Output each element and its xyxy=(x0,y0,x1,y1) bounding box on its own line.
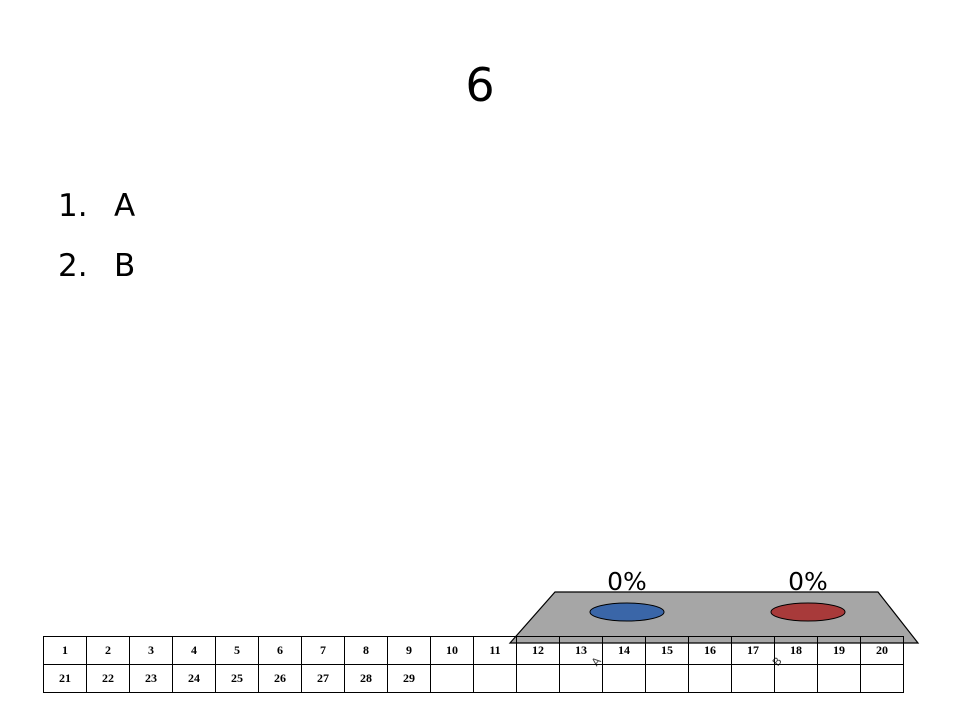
keypad-cell: 28 xyxy=(344,664,388,693)
slide-title: 6 xyxy=(465,58,495,112)
keypad-cell xyxy=(774,664,818,693)
keypad-cell: 7 xyxy=(301,636,345,665)
keypad-cell xyxy=(688,664,732,693)
keypad-cell: 20 xyxy=(860,636,904,665)
keypad-cell xyxy=(817,664,861,693)
answer-choice-number: 2. xyxy=(58,248,88,284)
keypad-cell: 16 xyxy=(688,636,732,665)
keypad-cell xyxy=(645,664,689,693)
keypad-cell xyxy=(602,664,646,693)
keypad-cell xyxy=(430,664,474,693)
keypad-cell xyxy=(473,664,517,693)
keypad-cell xyxy=(559,664,603,693)
keypad-cell: 27 xyxy=(301,664,345,693)
keypad-cell: 13 xyxy=(559,636,603,665)
answer-choice-label: A xyxy=(114,188,136,224)
keypad-cell: 9 xyxy=(387,636,431,665)
answer-choice-2: 2. B xyxy=(58,236,135,296)
keypad-cell: 22 xyxy=(86,664,130,693)
keypad-cell xyxy=(860,664,904,693)
keypad-cell: 2 xyxy=(86,636,130,665)
keypad-cell: 6 xyxy=(258,636,302,665)
bar-a xyxy=(589,602,665,622)
keypad-cell: 18 xyxy=(774,636,818,665)
answer-choice-label: B xyxy=(114,248,136,284)
keypad-cell xyxy=(731,664,775,693)
keypad-cell: 19 xyxy=(817,636,861,665)
keypad-cell: 29 xyxy=(387,664,431,693)
keypad-cell: 4 xyxy=(172,636,216,665)
keypad-cell: 11 xyxy=(473,636,517,665)
bar-value-label: 0% xyxy=(607,567,647,596)
keypad-cell: 23 xyxy=(129,664,173,693)
keypad-cell: 5 xyxy=(215,636,259,665)
keypad-cell: 10 xyxy=(430,636,474,665)
keypad-cell: 1 xyxy=(43,636,87,665)
keypad-cell: 24 xyxy=(172,664,216,693)
keypad-cell: 26 xyxy=(258,664,302,693)
bar-b xyxy=(770,602,846,622)
keypad-cell: 3 xyxy=(129,636,173,665)
answer-choice-1: 1. A xyxy=(58,176,135,236)
answer-choice-number: 1. xyxy=(58,188,88,224)
bar-value-label: 0% xyxy=(788,567,828,596)
keypad-cell: 14 xyxy=(602,636,646,665)
keypad-cell: 15 xyxy=(645,636,689,665)
keypad-cell: 12 xyxy=(516,636,560,665)
keypad-cell: 8 xyxy=(344,636,388,665)
answer-choice-list: 1. A 2. B xyxy=(58,176,135,296)
keypad-cell: 21 xyxy=(43,664,87,693)
keypad-cell xyxy=(516,664,560,693)
keypad-cell: 25 xyxy=(215,664,259,693)
keypad-cell: 17 xyxy=(731,636,775,665)
